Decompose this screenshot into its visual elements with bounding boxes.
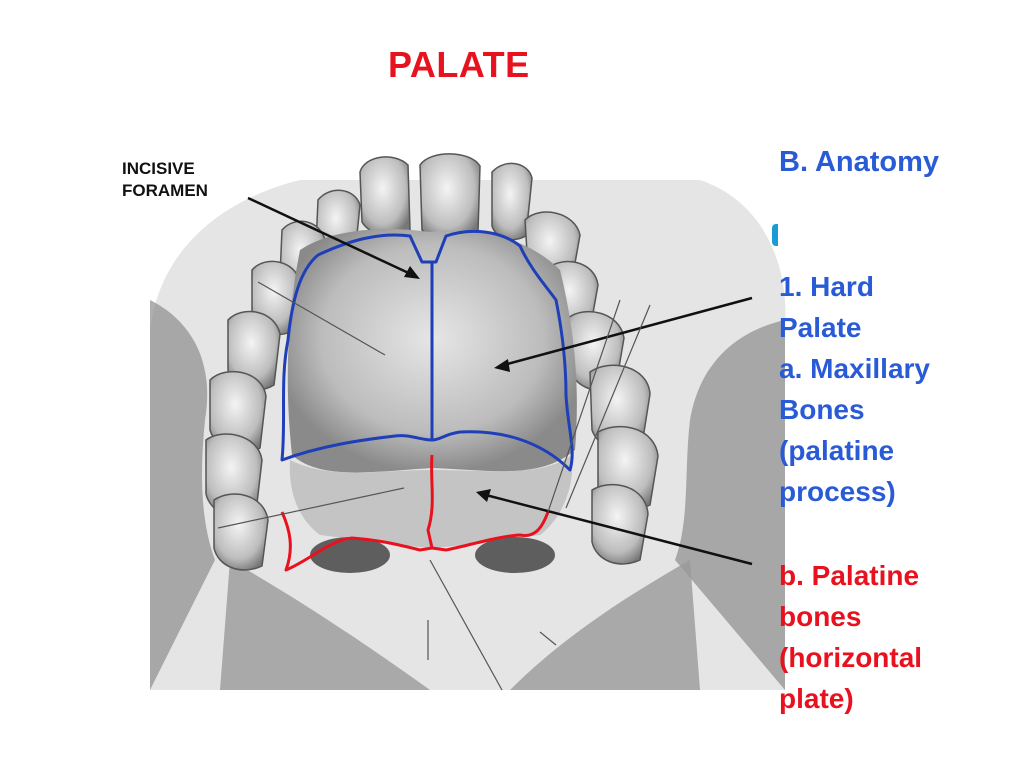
leader-lines xyxy=(247,196,753,566)
page-title: PALATE xyxy=(388,44,530,85)
hard-palate-line2: Palate xyxy=(779,312,862,343)
hard-palate-line3: a. Maxillary xyxy=(779,353,930,384)
palatine-outline xyxy=(280,454,550,572)
pointer-lines xyxy=(217,281,651,691)
hard-palate-line4: Bones xyxy=(779,394,865,425)
maxillary-outline xyxy=(280,229,574,472)
incisive-foramen-label: INCISIVE FORAMEN xyxy=(122,158,208,202)
blue-mark xyxy=(772,224,778,246)
hard-palate-line6: process) xyxy=(779,476,896,507)
palatine-line2: bones xyxy=(779,601,862,632)
hard-palate-line5: (palatine xyxy=(779,435,895,466)
incisive-label-line1: INCISIVE xyxy=(122,159,195,178)
anatomy-heading: B. Anatomy xyxy=(779,146,940,178)
hard-palate-description: 1. Hard Palate a. Maxillary Bones (palat… xyxy=(779,266,930,512)
hard-palate-line1: 1. Hard xyxy=(779,271,874,302)
incisive-label-line2: FORAMEN xyxy=(122,181,208,200)
teeth xyxy=(205,153,659,571)
arrow-heads xyxy=(404,266,510,502)
palatine-line3: (horizontal xyxy=(779,642,923,673)
palatine-bones-description: b. Palatine bones (horizontal plate) xyxy=(779,555,922,719)
palatine-line1: b. Palatine xyxy=(779,560,920,591)
palatine-line4: plate) xyxy=(779,683,854,714)
